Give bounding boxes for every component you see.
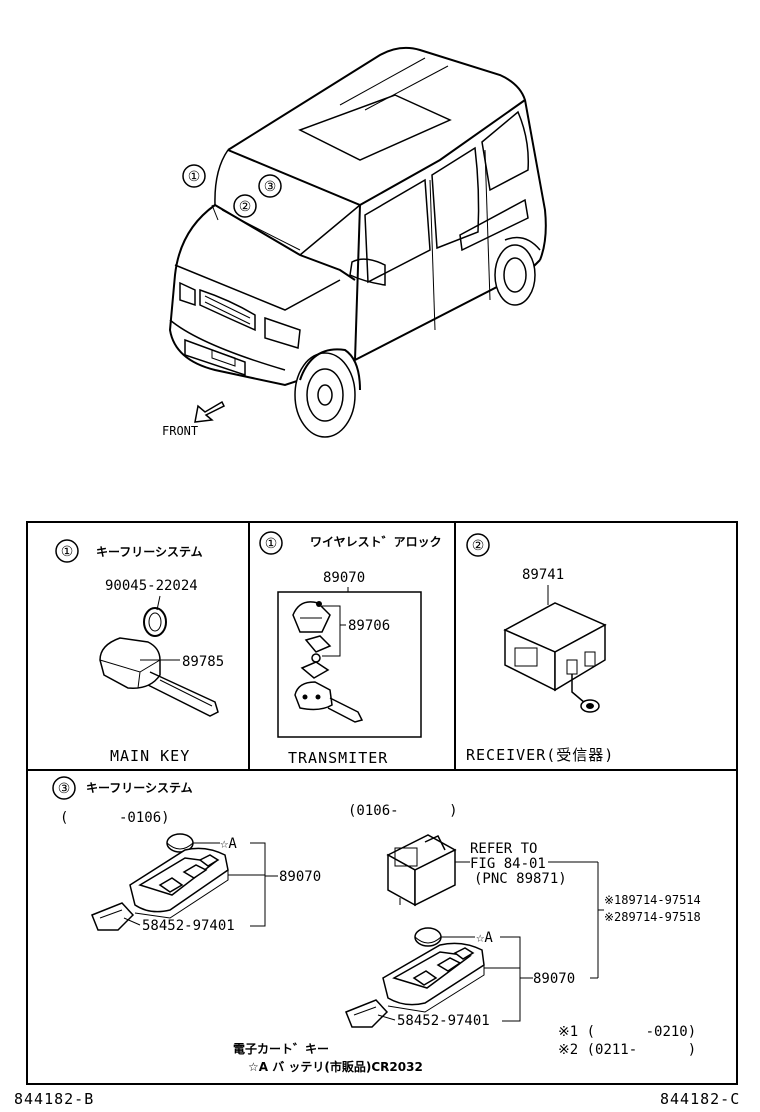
panel1-caption: MAIN KEY (110, 747, 190, 765)
panel-transmitter: ① ワイヤレスト゛アロック 89070 89706 TRANSMITER (259, 531, 442, 767)
panel2-caption: TRANSMITER (288, 749, 388, 767)
callout-1: ① (188, 169, 201, 185)
panel1-title: キーフリーシステム (96, 545, 203, 559)
right-holder-part: 58452-97401 (397, 1013, 490, 1029)
panel1-number: ① (61, 544, 74, 560)
panel-receiver: ② 89741 RECEIVER(受信器) (466, 533, 614, 764)
part-89706: 89706 (348, 618, 390, 634)
left-assembly: 89070 (279, 869, 321, 885)
right-holder (345, 999, 389, 1028)
transmitter-key (294, 681, 333, 711)
note-2: ※2 (0211- ) (558, 1042, 696, 1058)
figure-id-left: 844182-B (14, 1090, 94, 1108)
panel2-title: ワイヤレスト゛アロック (310, 534, 442, 549)
footer-line1: 電子カート゛キー (233, 1041, 329, 1056)
part-89785: 89785 (182, 654, 224, 670)
parts-table-frame (26, 521, 738, 1085)
callout-2: ② (239, 199, 252, 215)
right-star-a: ☆A (476, 930, 493, 946)
key-ring (143, 607, 167, 637)
note-1: ※1 ( -0210) (558, 1024, 696, 1040)
right-range: (0106- ) (348, 803, 458, 819)
alt-part-1: ※189714-97514 (604, 893, 701, 907)
refer-line2: FIG 84-01 (470, 856, 546, 872)
left-star-a: ☆A (220, 836, 237, 852)
left-holder (91, 902, 135, 931)
panel4-title: キーフリーシステム (86, 781, 193, 795)
footer-line2: ☆A バ ッテリ(市販品)CR2032 (248, 1059, 423, 1074)
transmitter-shell (292, 601, 331, 633)
figure-id-right: 844182-C (660, 1090, 740, 1108)
front-label: FRONT (162, 424, 198, 438)
part-89741: 89741 (522, 567, 564, 583)
panel3-number: ② (472, 538, 485, 554)
panel3-caption: RECEIVER(受信器) (466, 746, 614, 764)
panel-keyfree-system: ③ キーフリーシステム ( -0106) ☆A 58452-97401 8907… (52, 776, 701, 1074)
panel2-number: ① (265, 536, 278, 552)
left-range: ( -0106) (60, 810, 170, 826)
part-90045-22024: 90045-22024 (105, 578, 198, 594)
right-assembly: 89070 (533, 971, 575, 987)
vehicle-illustration: FRONT ① ② ③ (162, 46, 547, 438)
alt-part-2: ※289714-97518 (604, 910, 701, 924)
left-holder-part: 58452-97401 (142, 918, 235, 934)
transmitter-box (277, 591, 422, 738)
main-key (99, 637, 161, 689)
panel-main-key: ① キーフリーシステム 90045-22024 89785 MAIN KEY (55, 539, 224, 765)
refer-line3: (PNC 89871) (474, 871, 567, 887)
part-89070-transmitter: 89070 (323, 570, 365, 586)
panel4-number: ③ (58, 781, 71, 797)
callout-3: ③ (264, 179, 277, 195)
refer-line1: REFER TO (470, 841, 537, 857)
